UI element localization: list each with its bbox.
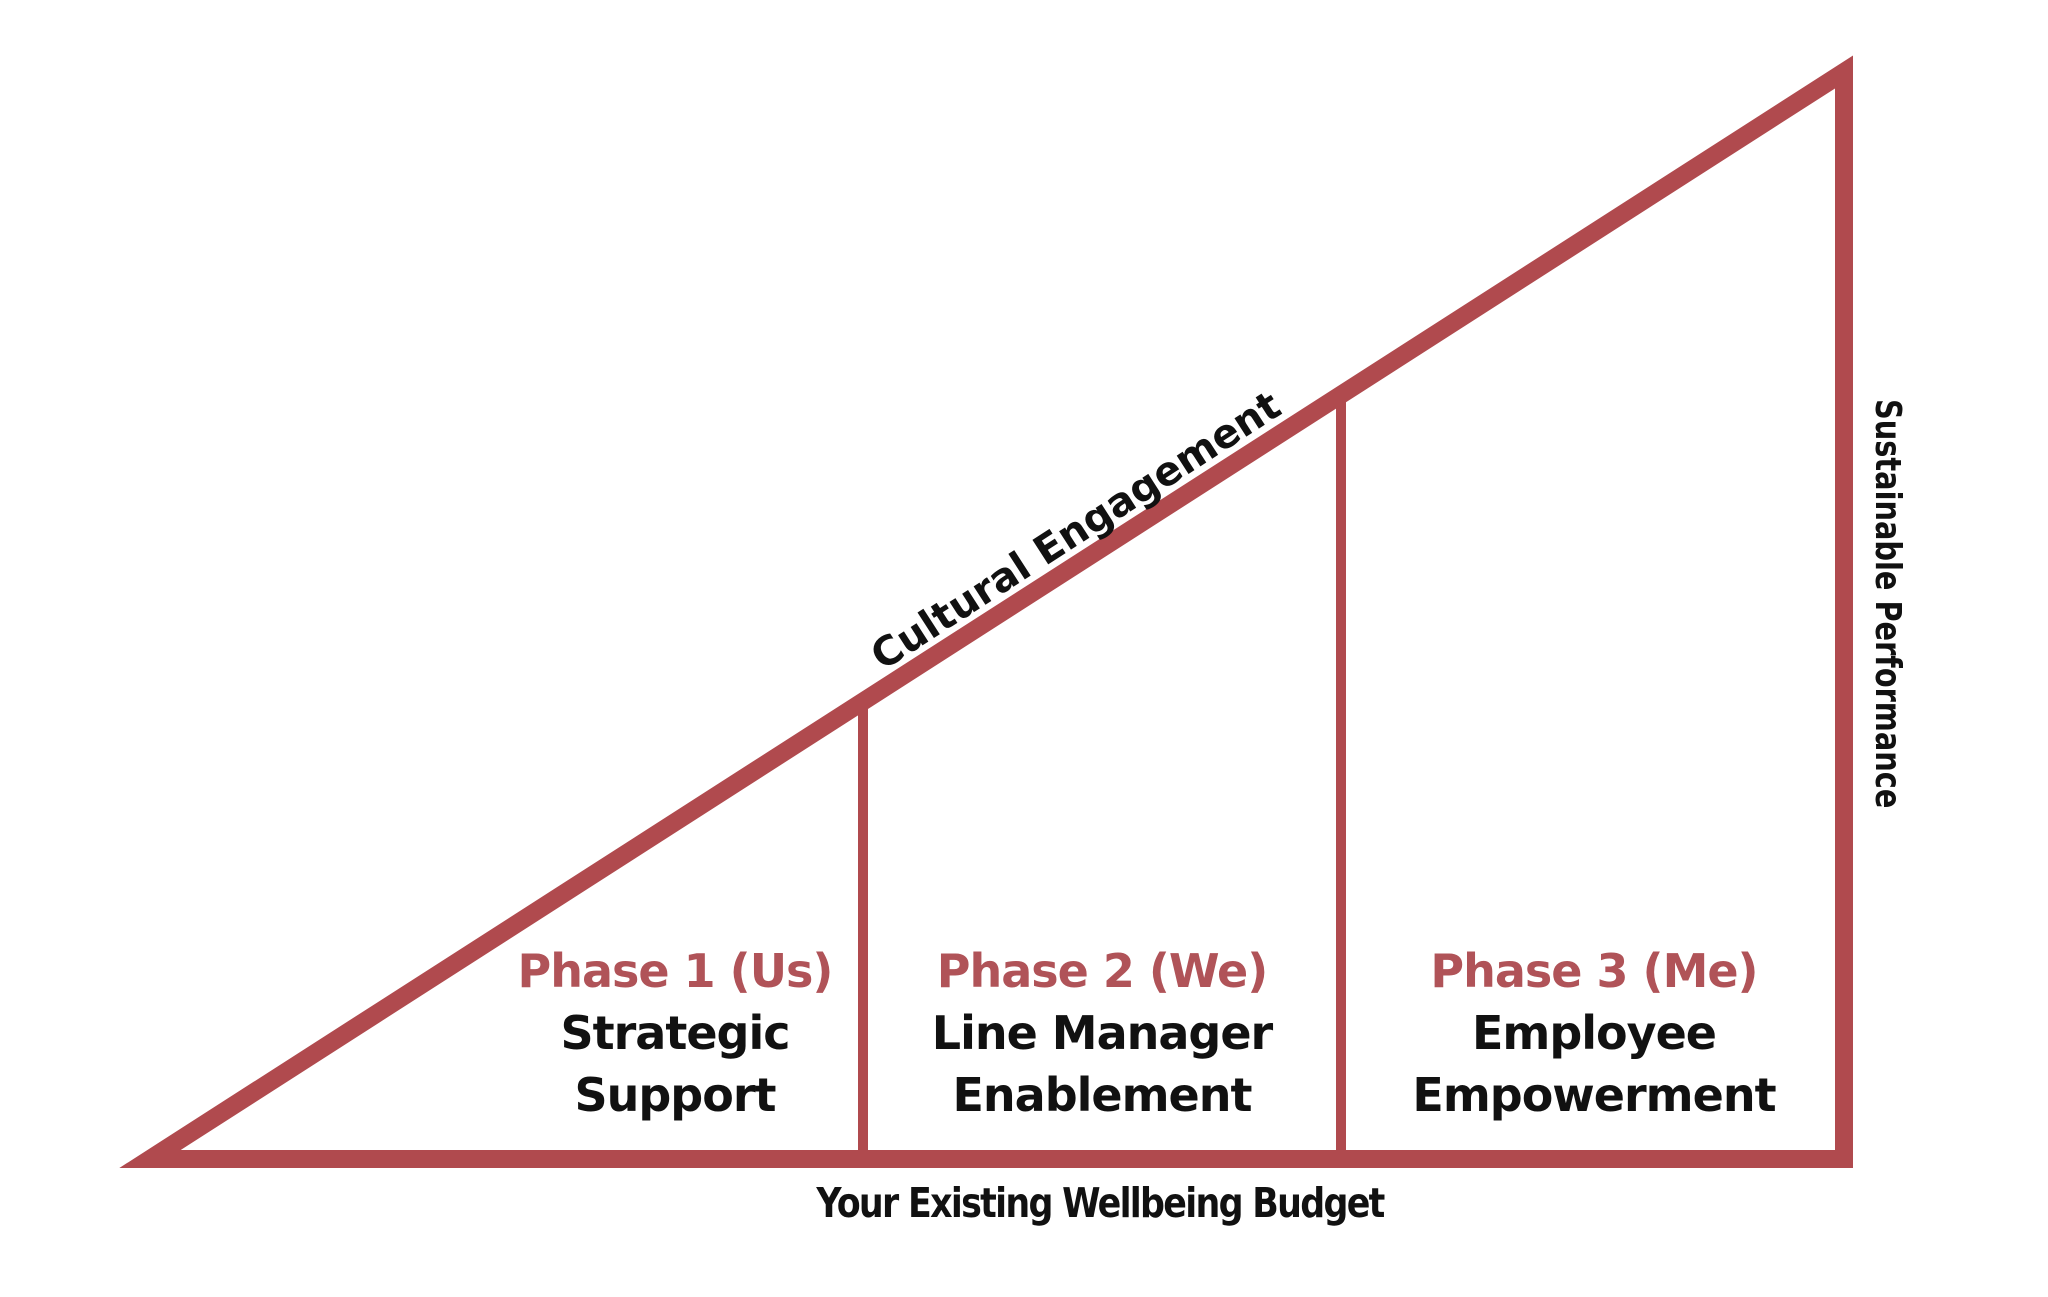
phase-1-block: Phase 1 (Us) Strategic Support [455, 940, 895, 1126]
phase-1-subtitle-line-2: Support [574, 1068, 776, 1122]
phase-3-title: Phase 3 (Me) [1430, 944, 1758, 998]
phase-1-subtitle-line-1: Strategic [560, 1006, 791, 1060]
phase-3-subtitle-line-1: Employee [1471, 1006, 1717, 1060]
bottom-axis-label: Your Existing Wellbeing Budget [816, 1179, 1385, 1227]
phase-2-subtitle-line-2: Enablement [952, 1068, 1253, 1122]
phase-2-block: Phase 2 (We) Line Manager Enablement [882, 940, 1322, 1126]
phase-2-subtitle-line-1: Line Manager [931, 1006, 1273, 1060]
triangle-outline [119, 55, 1853, 1168]
phase-3-block: Phase 3 (Me) Employee Empowerment [1374, 940, 1814, 1126]
phase-1-title: Phase 1 (Us) [517, 944, 834, 998]
phase-2-title: Phase 2 (We) [936, 944, 1268, 998]
right-axis-label: Sustainable Performance [1867, 399, 1908, 809]
phase-3-subtitle-line-2: Empowerment [1412, 1068, 1776, 1122]
